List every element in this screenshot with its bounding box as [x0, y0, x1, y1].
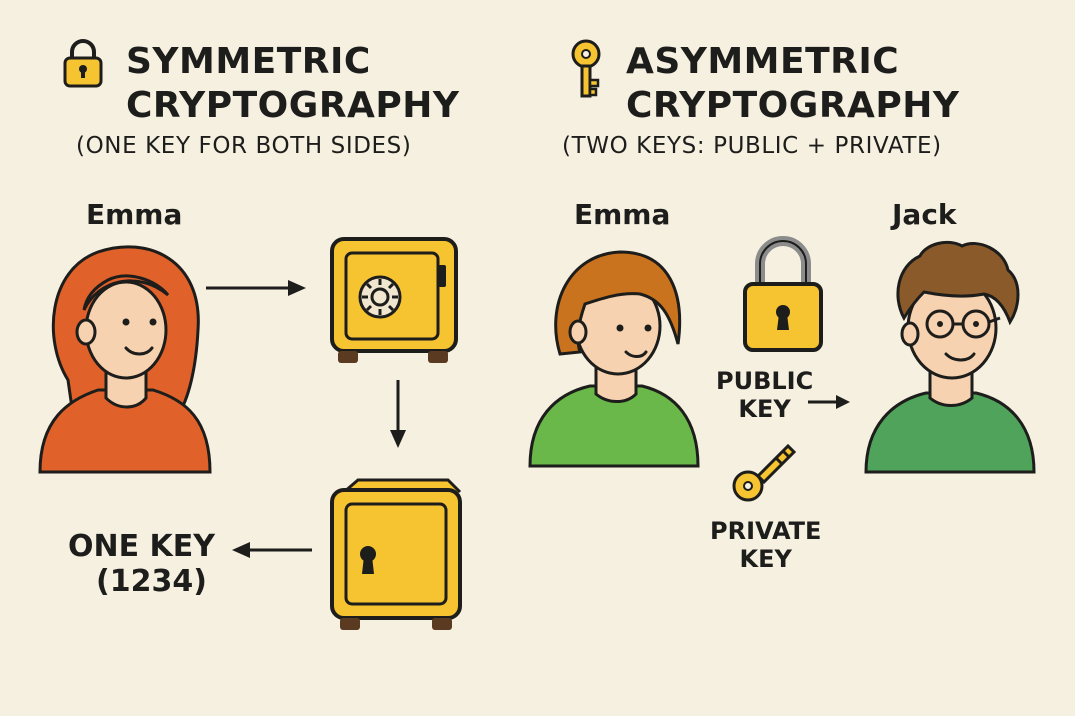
public-key-label-line2: KEY	[738, 394, 791, 423]
locked-safe-icon	[330, 478, 462, 630]
private-key-label-line2: KEY	[739, 544, 792, 573]
asymmetric-panel: ASYMMETRIC CRYPTOGRAPHY (TWO KEYS: PUBLI…	[528, 0, 1075, 716]
symmetric-subtitle: (ONE KEY FOR BOTH SIDES)	[76, 133, 412, 159]
public-key-label-line1: PUBLIC	[716, 367, 814, 395]
arrow-right-icon	[206, 280, 306, 296]
asymmetric-subtitle: (TWO KEYS: PUBLIC + PRIVATE)	[562, 133, 942, 159]
jack-avatar	[864, 240, 1036, 474]
emma-avatar-left	[38, 245, 212, 474]
symmetric-title-line1: SYMMETRIC	[126, 41, 371, 82]
padlock-icon	[63, 39, 103, 88]
arrow-to-jack-icon	[808, 395, 850, 409]
arrow-down-icon	[390, 380, 406, 448]
symmetric-panel: SYMMETRIC CRYPTOGRAPHY (ONE KEY FOR BOTH…	[0, 0, 530, 716]
symmetric-title-line2: CRYPTOGRAPHY	[126, 85, 460, 126]
safe-icon	[330, 237, 458, 363]
private-key-icon	[732, 443, 797, 502]
private-key-label-line1: PRIVATE	[710, 517, 822, 545]
asymmetric-title-line1: ASYMMETRIC	[626, 41, 900, 82]
arrow-left-icon	[232, 542, 312, 558]
one-key-label-line1: ONE KEY	[68, 529, 216, 564]
asymmetric-title: ASYMMETRIC CRYPTOGRAPHY	[626, 40, 960, 128]
emma-avatar-right	[528, 250, 700, 468]
emma-name-right: Emma	[574, 198, 671, 231]
symmetric-title: SYMMETRIC CRYPTOGRAPHY	[126, 40, 460, 128]
key-icon	[571, 39, 601, 98]
one-key-label-line2: (1234)	[96, 563, 207, 599]
public-key-label: PUBLIC KEY	[716, 367, 814, 423]
jack-name: Jack	[892, 198, 957, 231]
asymmetric-title-line2: CRYPTOGRAPHY	[626, 85, 960, 126]
public-key-padlock-icon	[743, 236, 823, 352]
emma-name-left: Emma	[86, 198, 183, 231]
private-key-label: PRIVATE KEY	[710, 517, 822, 573]
one-key-label: ONE KEY (1234)	[68, 529, 216, 599]
